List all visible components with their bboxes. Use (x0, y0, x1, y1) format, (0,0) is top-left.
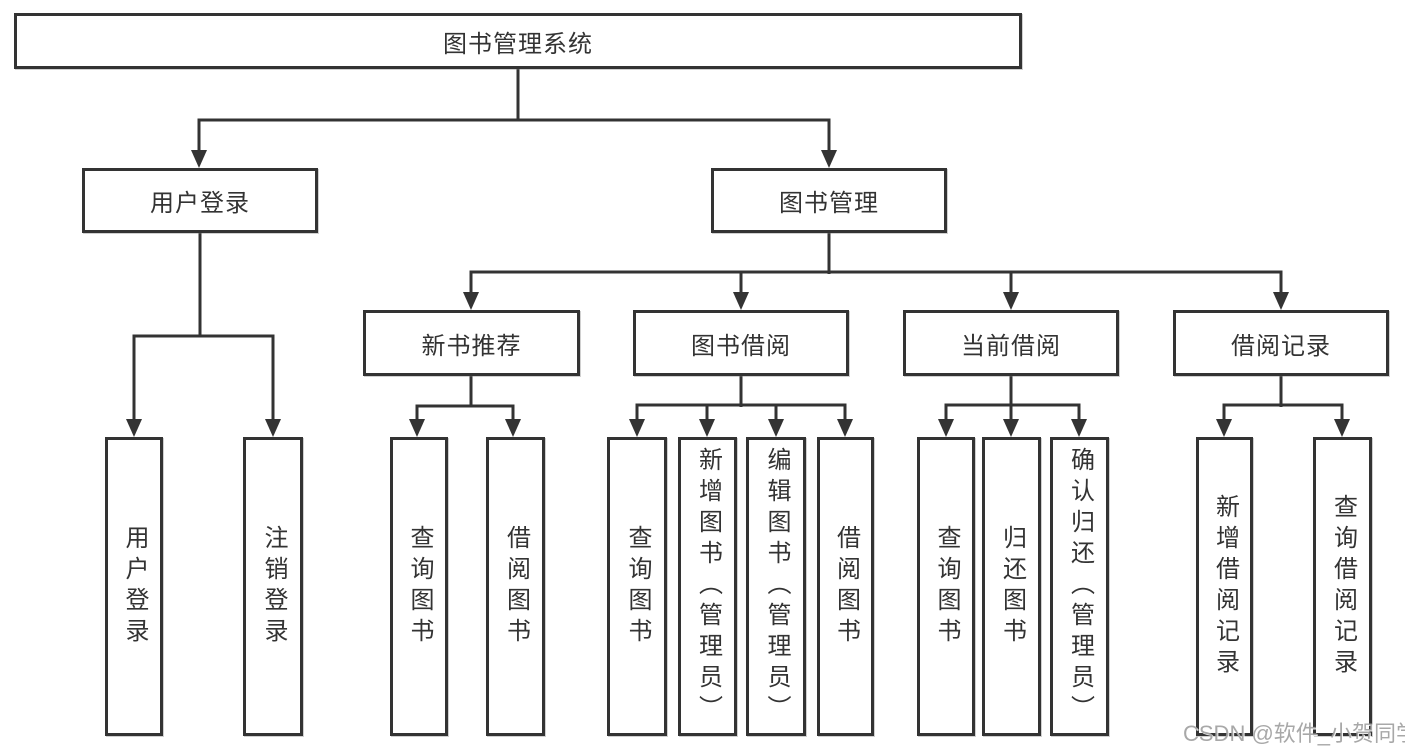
arrowhead (265, 419, 281, 437)
node-borrow-record-label: 借阅记录 (1231, 332, 1331, 360)
arrowhead (938, 419, 954, 437)
connector-user-cross (132, 334, 275, 420)
leaf-query-books-2: 查询图书 (607, 437, 667, 736)
leaf-query-books-3-label: 查询图书 (933, 524, 960, 649)
arrowhead (409, 419, 425, 437)
root-node-label: 图书管理系统 (443, 30, 593, 58)
connector-root-cross (197, 118, 831, 152)
node-book-management-label: 图书管理 (779, 190, 879, 217)
leaf-query-books-3: 查询图书 (917, 437, 975, 736)
leaf-borrow-books-1-label: 借阅图书 (502, 524, 530, 649)
leaf-query-books-1: 查询图书 (390, 437, 448, 736)
connector-borrow-cross (635, 403, 847, 420)
arrowhead (1003, 292, 1019, 310)
leaf-borrow-books-2-label: 借阅图书 (832, 524, 860, 649)
leaf-logout-label: 注销登录 (260, 524, 287, 649)
leaf-query-books-2-label: 查询图书 (624, 524, 651, 649)
arrowhead (821, 150, 837, 168)
arrowhead (699, 419, 715, 437)
connector-newbook-cross (415, 404, 515, 420)
connector-record-cross (1222, 403, 1344, 420)
node-new-book-recommend-label: 新书推荐 (421, 332, 522, 360)
node-current-borrow: 当前借阅 (903, 310, 1119, 376)
leaf-add-borrow-record-label: 新增借阅记录 (1211, 493, 1239, 680)
arrowhead (505, 419, 521, 437)
root-node-library-system: 图书管理系统 (14, 13, 1022, 69)
arrowhead (1334, 419, 1350, 437)
leaf-query-borrow-record-label: 查询借阅记录 (1329, 493, 1357, 680)
node-user-login: 用户登录 (82, 168, 318, 233)
leaf-return-books: 归还图书 (982, 437, 1041, 736)
leaf-logout: 注销登录 (243, 437, 303, 736)
arrowhead (837, 419, 853, 437)
node-book-management: 图书管理 (711, 168, 947, 233)
arrowhead (1003, 419, 1019, 437)
leaf-user-login-label: 用户登录 (121, 524, 148, 649)
arrowhead (629, 419, 645, 437)
leaf-borrow-books-2: 借阅图书 (817, 437, 874, 736)
leaf-query-books-1-label: 查询图书 (406, 524, 433, 649)
leaf-user-login: 用户登录 (105, 437, 163, 736)
leaf-edit-books-admin-label: 编辑图书（管理员） (763, 447, 790, 726)
csdn-watermark: CSDN @软件_小贺同学 (1183, 721, 1405, 746)
node-current-borrow-label: 当前借阅 (961, 332, 1061, 360)
arrowhead (733, 292, 749, 310)
leaf-confirm-return-admin-label: 确认归还（管理员） (1066, 447, 1094, 726)
arrowhead (1071, 419, 1087, 437)
arrowhead (191, 150, 207, 168)
arrowhead (768, 419, 784, 437)
leaf-edit-books-admin: 编辑图书（管理员） (746, 437, 806, 736)
node-new-book-recommend: 新书推荐 (363, 310, 580, 376)
arrowhead (1273, 292, 1289, 310)
arrowhead (1216, 419, 1232, 437)
leaf-query-borrow-record: 查询借阅记录 (1313, 437, 1372, 736)
arrowhead (126, 419, 142, 437)
leaf-add-books-admin: 新增图书（管理员） (678, 437, 737, 736)
leaf-add-borrow-record: 新增借阅记录 (1196, 437, 1253, 736)
leaf-return-books-label: 归还图书 (998, 524, 1026, 649)
arrowhead (463, 292, 479, 310)
node-book-borrow-label: 图书借阅 (691, 332, 791, 360)
leaf-add-books-admin-label: 新增图书（管理员） (694, 447, 722, 726)
node-user-login-label: 用户登录 (150, 190, 250, 217)
leaf-confirm-return-admin: 确认归还（管理员） (1050, 437, 1109, 736)
node-borrow-record: 借阅记录 (1173, 310, 1389, 376)
node-book-borrow: 图书借阅 (633, 310, 849, 376)
leaf-borrow-books-1: 借阅图书 (486, 437, 545, 736)
connector-mgmt-cross (469, 270, 1283, 293)
